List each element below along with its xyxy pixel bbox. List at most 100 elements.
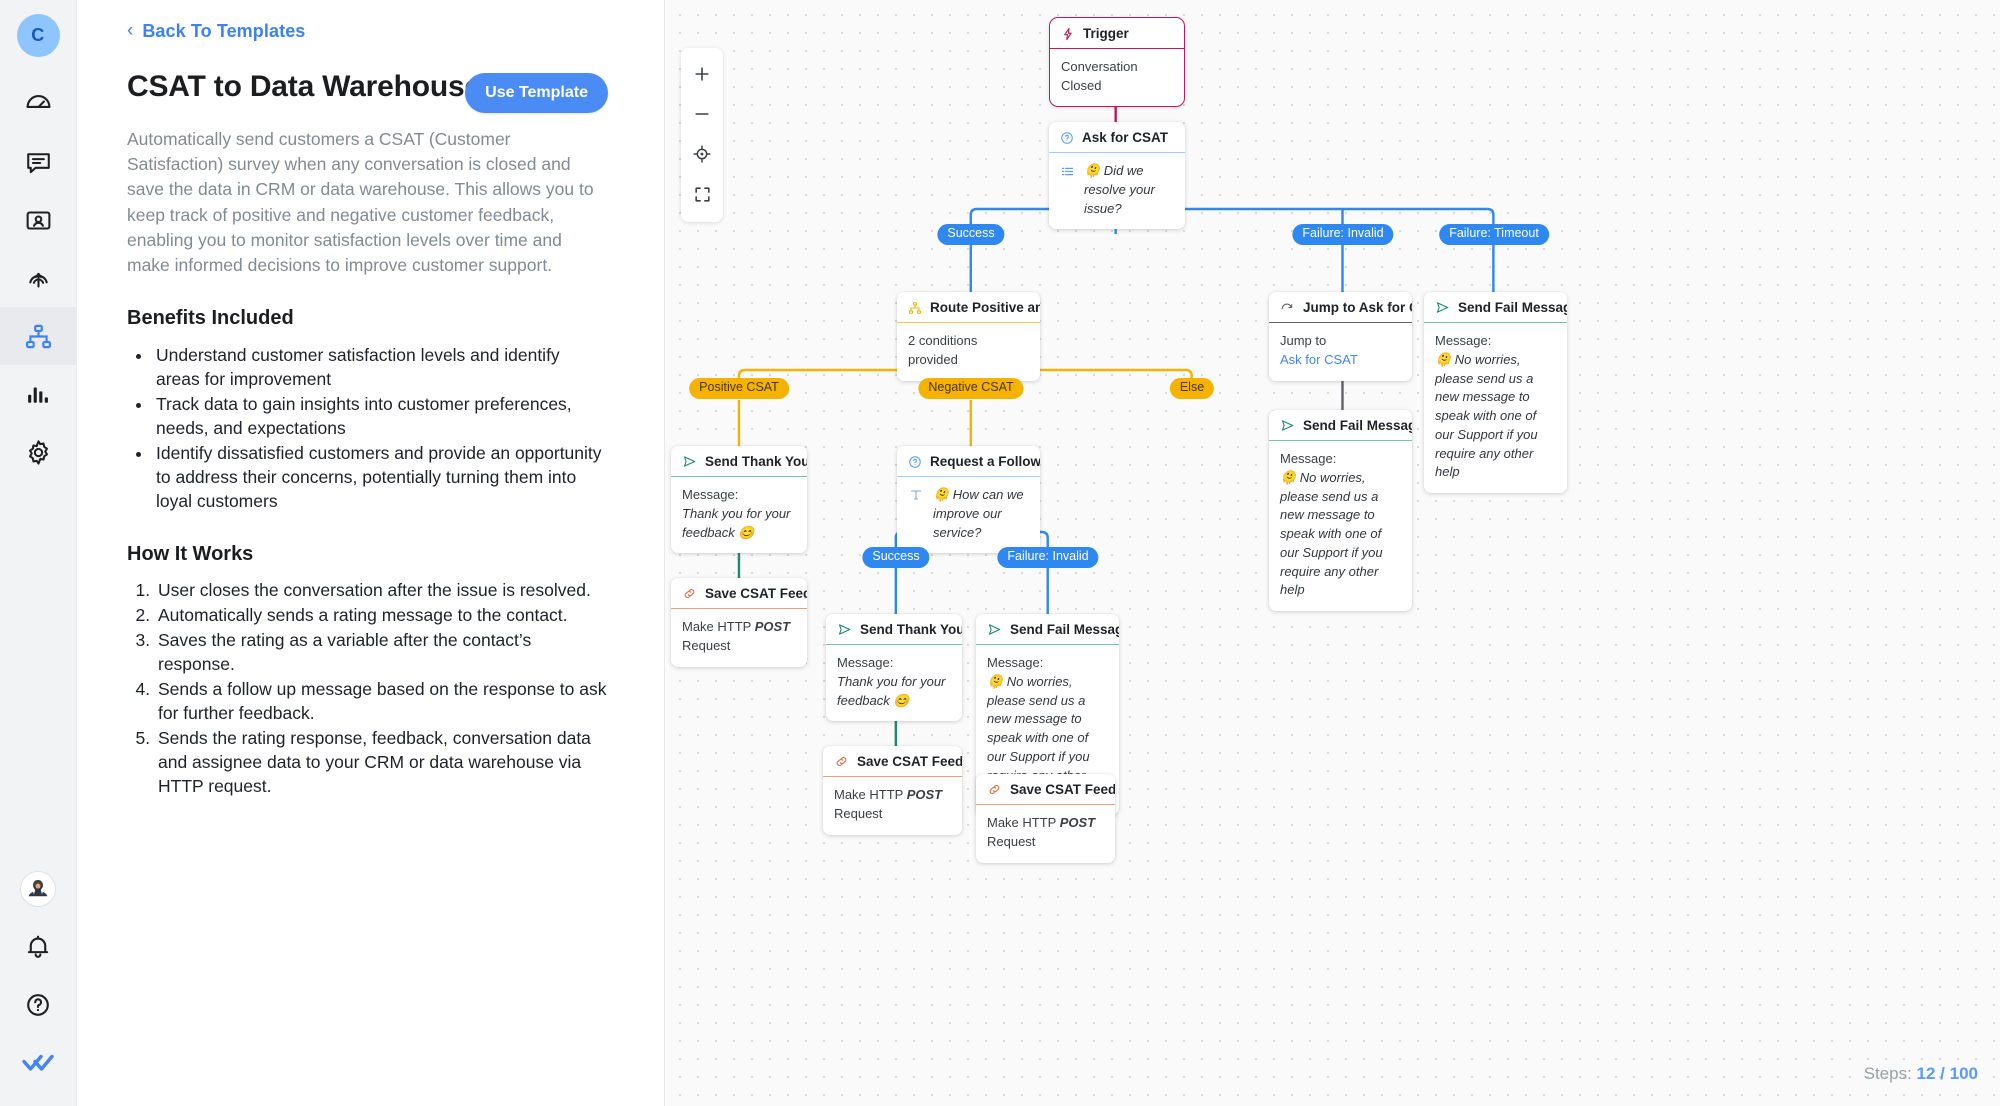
- http-request-icon: [834, 754, 849, 769]
- node-body: Message: 🫠 No worries, please send us a …: [1424, 323, 1567, 493]
- workflow-node-save-csat-feedback-2[interactable]: Save CSAT Feedback 2 Make HTTP POST Requ…: [823, 746, 962, 835]
- how-it-works-heading: How It Works: [127, 542, 254, 565]
- node-header: Save CSAT Feedback 1: [671, 578, 807, 608]
- node-accent-bar: [897, 322, 1040, 324]
- sidebar-item-dashboard[interactable]: [0, 75, 77, 133]
- edge-label-failure-invalid-1[interactable]: Failure: Invalid: [1292, 224, 1394, 245]
- app-sidebar-rail: C: [0, 0, 77, 1106]
- sidebar-item-conversations[interactable]: [0, 133, 77, 191]
- sidebar-item-help[interactable]: [0, 976, 77, 1034]
- edge-label-negative-csat[interactable]: Negative CSAT: [918, 378, 1024, 399]
- node-body: Jump to Ask for CSAT: [1269, 323, 1412, 380]
- node-accent-bar: [976, 644, 1119, 646]
- sidebar-item-brand[interactable]: [0, 1034, 77, 1092]
- node-body-label: Jump to: [1280, 333, 1327, 349]
- list-item: Understand customer satisfaction levels …: [153, 344, 608, 392]
- use-template-button[interactable]: Use Template: [465, 73, 608, 113]
- edge-label-positive-csat[interactable]: Positive CSAT: [689, 378, 789, 399]
- edge-label-success-1[interactable]: Success: [937, 224, 1005, 245]
- workflow-node-save-csat-feedback-1[interactable]: Save CSAT Feedback 1 Make HTTP POST Requ…: [671, 578, 807, 667]
- http-method-pre: Make HTTP: [682, 619, 755, 635]
- list-item: User closes the conversation after the i…: [155, 579, 608, 603]
- send-message-icon: [987, 622, 1002, 637]
- node-header: Request a Follow Up F…: [897, 446, 1040, 476]
- workspace-logo[interactable]: C: [16, 14, 60, 57]
- template-detail-panel: ‹ Back To Templates CSAT to Data Warehou…: [77, 0, 665, 1106]
- http-method-post: Request: [987, 834, 1036, 850]
- node-accent-bar: [1269, 322, 1412, 324]
- contacts-icon: [24, 206, 53, 235]
- node-title: Send Thank You Mess…: [705, 454, 807, 469]
- workflow-node-save-csat-feedback-3[interactable]: Save CSAT Feedback 3 Make HTTP POST Requ…: [976, 774, 1115, 863]
- sidebar-item-workflows[interactable]: [0, 307, 77, 365]
- sidebar-item-broadcasts[interactable]: [0, 249, 77, 307]
- zoom-in-button[interactable]: [681, 54, 723, 94]
- list-item: Saves the rating as a variable after the…: [155, 629, 608, 677]
- node-body: Make HTTP POST Request: [976, 805, 1115, 862]
- workflow-node-route-positive-negative[interactable]: Route Positive and Ne… 2 conditions prov…: [897, 292, 1040, 381]
- workflow-node-ask-for-csat[interactable]: Ask for CSAT 🫠 Did we resolve your issue…: [1049, 122, 1185, 230]
- workflow-canvas[interactable]: Steps: 12 / 100 Trigger Conversation Clo…: [665, 0, 2000, 1106]
- node-body: Make HTTP POST Request: [671, 609, 807, 666]
- list-item: Sends a follow up message based on the r…: [155, 678, 608, 726]
- benefits-heading: Benefits Included: [127, 307, 294, 330]
- node-body-label: Message:: [837, 655, 894, 671]
- node-message: 🫠 How can we improve our service?: [933, 487, 1024, 540]
- jump-target-link[interactable]: Ask for CSAT: [1280, 352, 1358, 368]
- http-method-pre: Make HTTP: [834, 787, 907, 803]
- edge-label-success-2[interactable]: Success: [862, 547, 930, 568]
- recenter-button[interactable]: [681, 134, 723, 174]
- http-method-post: Request: [834, 806, 883, 822]
- brand-check-icon: [21, 1051, 55, 1075]
- node-body: Message: Thank you for your feedback 😊: [671, 477, 807, 553]
- question-circle-icon: [908, 455, 922, 469]
- send-message-icon: [837, 622, 852, 637]
- node-header: Send Fail Message 1: [976, 614, 1119, 644]
- node-body: 🫠 How can we improve our service?: [897, 477, 1040, 553]
- workflow-node-trigger[interactable]: Trigger Conversation Closed: [1049, 17, 1185, 108]
- workflow-node-send-fail-message-2[interactable]: Send Fail Message 2 Message: 🫠 No worrie…: [1269, 410, 1412, 612]
- back-to-templates-link[interactable]: ‹ Back To Templates: [127, 21, 608, 42]
- node-message: 🫠 Did we resolve your issue?: [1084, 163, 1155, 216]
- list-item: Track data to gain insights into custome…: [153, 393, 608, 441]
- node-body-label: Message:: [682, 487, 739, 503]
- sidebar-item-profile[interactable]: [0, 860, 77, 918]
- settings-gear-icon: [24, 438, 53, 467]
- node-body: Message: 🫠 No worries, please send us a …: [1269, 441, 1412, 611]
- workflows-icon: [24, 322, 53, 351]
- edge-label-failure-timeout[interactable]: Failure: Timeout: [1439, 224, 1549, 245]
- sidebar-item-settings[interactable]: [0, 423, 77, 481]
- node-body-label: Message:: [987, 655, 1044, 671]
- node-accent-bar: [671, 476, 807, 478]
- node-body-label: Message:: [1435, 333, 1492, 349]
- node-header: Send Thank You Mess…: [671, 446, 807, 476]
- reports-icon: [24, 380, 53, 409]
- node-message: Thank you for your feedback 😊: [837, 674, 946, 708]
- edge-label-failure-invalid-2[interactable]: Failure: Invalid: [997, 547, 1099, 568]
- workflow-node-send-fail-message-3[interactable]: Send Fail Message 3 Message: 🫠 No worrie…: [1424, 292, 1567, 494]
- node-title: Send Fail Message 1: [1010, 622, 1119, 637]
- zoom-out-button[interactable]: [681, 94, 723, 134]
- sidebar-item-contacts[interactable]: [0, 191, 77, 249]
- sidebar-item-reports[interactable]: [0, 365, 77, 423]
- benefits-list: Understand customer satisfaction levels …: [127, 344, 608, 514]
- node-header: Ask for CSAT: [1049, 122, 1185, 152]
- node-header: Save CSAT Feedback 2: [823, 746, 962, 776]
- workflow-node-request-follow-up-feedback[interactable]: Request a Follow Up F… 🫠 How can we impr…: [897, 446, 1040, 554]
- workflow-node-send-thank-you-message-2[interactable]: Send Thank You Mess… Message: Thank you …: [826, 614, 962, 722]
- steps-value: 12 / 100: [1916, 1064, 1978, 1083]
- http-request-icon: [682, 586, 697, 601]
- steps-label: Steps:: [1863, 1064, 1912, 1083]
- text-input-icon: [908, 486, 924, 509]
- fit-view-button[interactable]: [681, 174, 723, 214]
- list-item: Identify dissatisfied customers and prov…: [153, 442, 608, 514]
- workflow-node-jump-to-ask-for-csat[interactable]: Jump to Ask for CSAT Jump to Ask for CSA…: [1269, 292, 1412, 381]
- node-header: Send Thank You Mess…: [826, 614, 962, 644]
- jump-arrow-icon: [1280, 300, 1295, 315]
- node-title: Trigger: [1083, 26, 1129, 41]
- edge-label-else[interactable]: Else: [1169, 378, 1215, 399]
- send-message-icon: [1280, 418, 1295, 433]
- workflow-node-send-thank-you-message-1[interactable]: Send Thank You Mess… Message: Thank you …: [671, 446, 807, 554]
- node-body: Make HTTP POST Request: [823, 777, 962, 834]
- sidebar-item-notifications[interactable]: [0, 918, 77, 976]
